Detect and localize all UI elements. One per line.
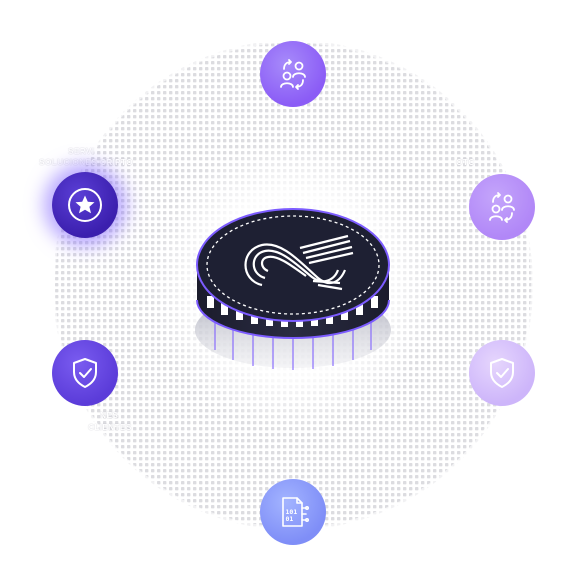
svg-text:01: 01 bbox=[286, 515, 294, 523]
token-coin-logo-icon bbox=[196, 208, 390, 339]
user-exchange-icon bbox=[489, 192, 515, 223]
node-right-shield[interactable] bbox=[469, 340, 535, 406]
node-bottom-binary-document[interactable]: 101 01 bbox=[260, 479, 326, 545]
shield-check-icon bbox=[73, 358, 97, 388]
shield-check-icon bbox=[490, 358, 514, 388]
svg-text:101: 101 bbox=[286, 508, 298, 516]
node-right-user-exchange[interactable] bbox=[469, 174, 535, 240]
label-nes: NES bbox=[100, 410, 119, 420]
node-top-user-exchange[interactable] bbox=[260, 41, 326, 107]
label-soluciones-cripto: SOLUCIONES CRIPTO bbox=[39, 157, 133, 167]
star-icon bbox=[68, 188, 102, 222]
node-left-star[interactable] bbox=[52, 172, 118, 238]
label-clientes: CLIENTES bbox=[88, 422, 132, 432]
label-servicios: SERVI bbox=[68, 146, 95, 156]
binary-document-icon: 101 01 bbox=[282, 497, 309, 527]
label-otc: OTC bbox=[456, 157, 475, 167]
user-exchange-icon bbox=[280, 59, 306, 90]
node-left-shield[interactable] bbox=[52, 340, 118, 406]
